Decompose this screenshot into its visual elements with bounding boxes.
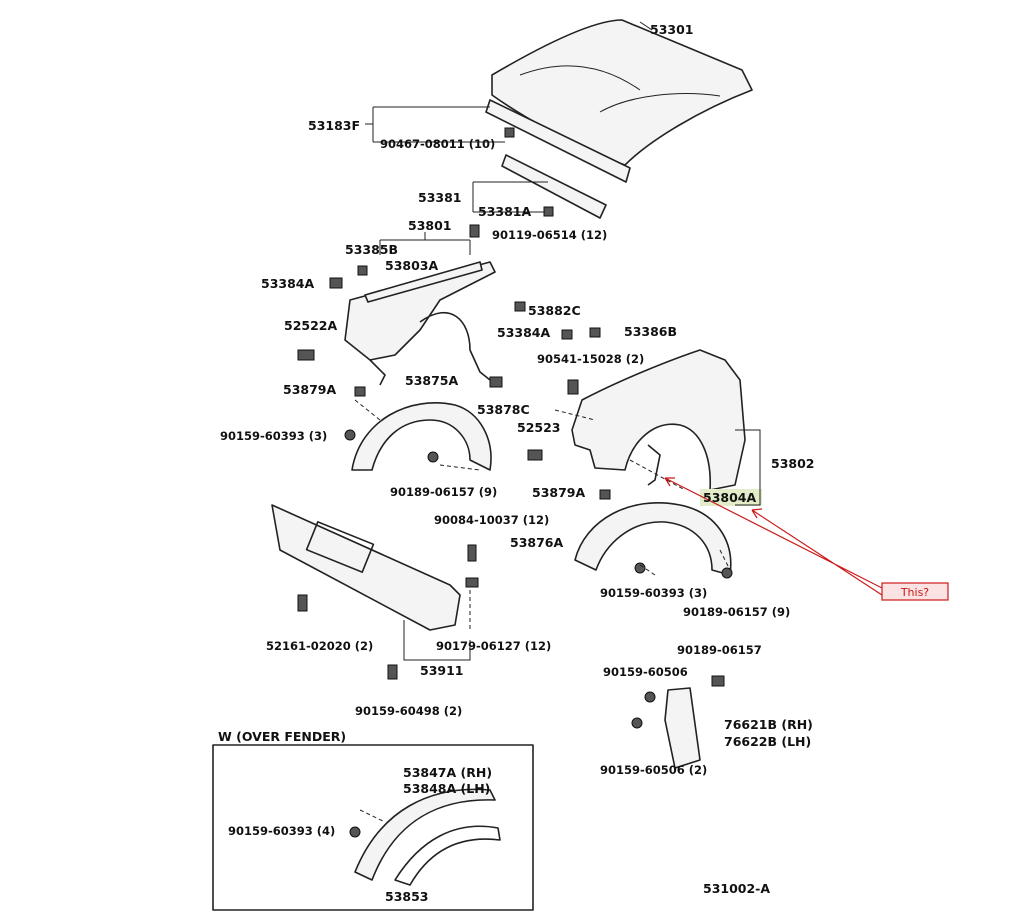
front-fender[interactable] [571, 349, 746, 491]
label-flare-molding: 53853 [385, 889, 429, 904]
screw-icon [567, 379, 579, 395]
bracket-icon [297, 349, 315, 361]
annotation-callout: This? [881, 582, 949, 601]
hood-lock-support[interactable] [501, 154, 607, 219]
clip-icon [465, 577, 479, 588]
nut-icon [427, 451, 439, 463]
screw-icon [469, 224, 480, 238]
label-retainer-right: 53879A [532, 485, 585, 500]
label-fender-clip-b: 53386B [624, 324, 677, 339]
bolt-icon [467, 544, 477, 562]
clip-icon [357, 265, 368, 276]
label-fender-clip-a: 53384A [497, 325, 550, 340]
label-flare-screw: 90159-60393 (4) [228, 824, 335, 838]
label-apron-clip-mid: 53882C [528, 303, 581, 318]
label-hood-seal: 53183F [308, 118, 360, 133]
label-bolt-12: 90084-10037 (12) [434, 513, 549, 527]
bracket-icon [489, 376, 503, 388]
label-fender-seal: 53804A [703, 490, 756, 505]
label-bumper: 53911 [420, 663, 464, 678]
clip-icon [514, 301, 526, 312]
label-mud-screw-top: 90159-60506 [603, 665, 688, 679]
label-bracket-left: 52522A [284, 318, 337, 333]
clip-icon [589, 327, 601, 338]
annotation-arrow [664, 477, 883, 596]
mudguard[interactable] [664, 687, 701, 769]
screw-icon [644, 691, 656, 703]
lock-clip-icon [543, 206, 554, 217]
bracket-icon [527, 449, 543, 461]
flare-molding[interactable] [354, 788, 501, 886]
label-flare-lh: 53848A (LH) [403, 781, 490, 796]
clip-icon [561, 329, 573, 340]
annotation-text: This? [900, 586, 929, 599]
label-screw-3-left: 90159-60393 (3) [220, 429, 327, 443]
apron-seal[interactable] [364, 261, 483, 303]
apron-bracket[interactable] [419, 311, 491, 381]
fender-seal-highlight [700, 489, 762, 506]
nut-icon [711, 675, 725, 687]
label-mudguard-lh: 76622B (LH) [724, 734, 811, 749]
label-apron: 53801 [408, 218, 452, 233]
label-fender: 53802 [771, 456, 815, 471]
label-over-fender-title: W (OVER FENDER) [218, 729, 346, 744]
label-mudguard-rh: 76621B (RH) [724, 717, 813, 732]
label-hood-lock-clip: 53381A [478, 204, 531, 219]
label-apron-seal-b: 53385B [345, 242, 398, 257]
label-bumper-clip: 90179-06127 (12) [436, 639, 551, 653]
label-hood: 53301 [650, 22, 694, 37]
apron-panel[interactable] [344, 261, 496, 386]
label-apron-clip-left: 53384A [261, 276, 314, 291]
label-bracket-c: 53878C [477, 402, 530, 417]
label-mud-nut: 90189-06157 [677, 643, 762, 657]
screw-icon [387, 664, 398, 680]
screw-icon [634, 562, 646, 574]
nut-icon [721, 567, 733, 579]
label-mud-screw-bottom: 90159-60506 (2) [600, 763, 707, 777]
label-hood-lock-support: 53381 [418, 190, 462, 205]
label-bumper-screw: 90159-60498 (2) [355, 704, 462, 718]
hood-panel[interactable] [491, 19, 753, 166]
label-bumper-bolt: 52161-02020 (2) [266, 639, 373, 653]
hood-seal-strip[interactable] [485, 99, 631, 183]
screw-icon [349, 826, 361, 838]
label-screw-3-right: 90159-60393 (3) [600, 586, 707, 600]
label-figure-ref: 531002-A [703, 881, 770, 896]
fender-liner-right[interactable] [574, 502, 732, 576]
label-retainer-left: 53879A [283, 382, 336, 397]
screw-icon [631, 717, 643, 729]
bolt-icon [297, 594, 308, 612]
label-hood-seal-clip: 90467-08011 (10) [380, 137, 495, 151]
label-liner-left: 53875A [405, 373, 458, 388]
over-fender-inset [212, 744, 534, 911]
label-liner-right: 53876A [510, 535, 563, 550]
label-screw-12: 90119-06514 (12) [492, 228, 607, 242]
label-nut-9-right: 90189-06157 (9) [683, 605, 790, 619]
screw-icon [344, 429, 356, 441]
label-nut-9-left: 90189-06157 (9) [390, 485, 497, 499]
label-bracket-right: 52523 [517, 420, 561, 435]
clip-icon [329, 277, 343, 289]
fender-liner-left[interactable] [351, 402, 492, 471]
clip-icon [599, 489, 611, 500]
label-screw-2: 90541-15028 (2) [537, 352, 644, 366]
label-apron-seal-a: 53803A [385, 258, 438, 273]
clip-icon [354, 386, 366, 397]
label-flare-rh: 53847A (RH) [403, 765, 492, 780]
front-bumper[interactable] [271, 504, 461, 631]
hood-clip-icon [504, 127, 515, 138]
